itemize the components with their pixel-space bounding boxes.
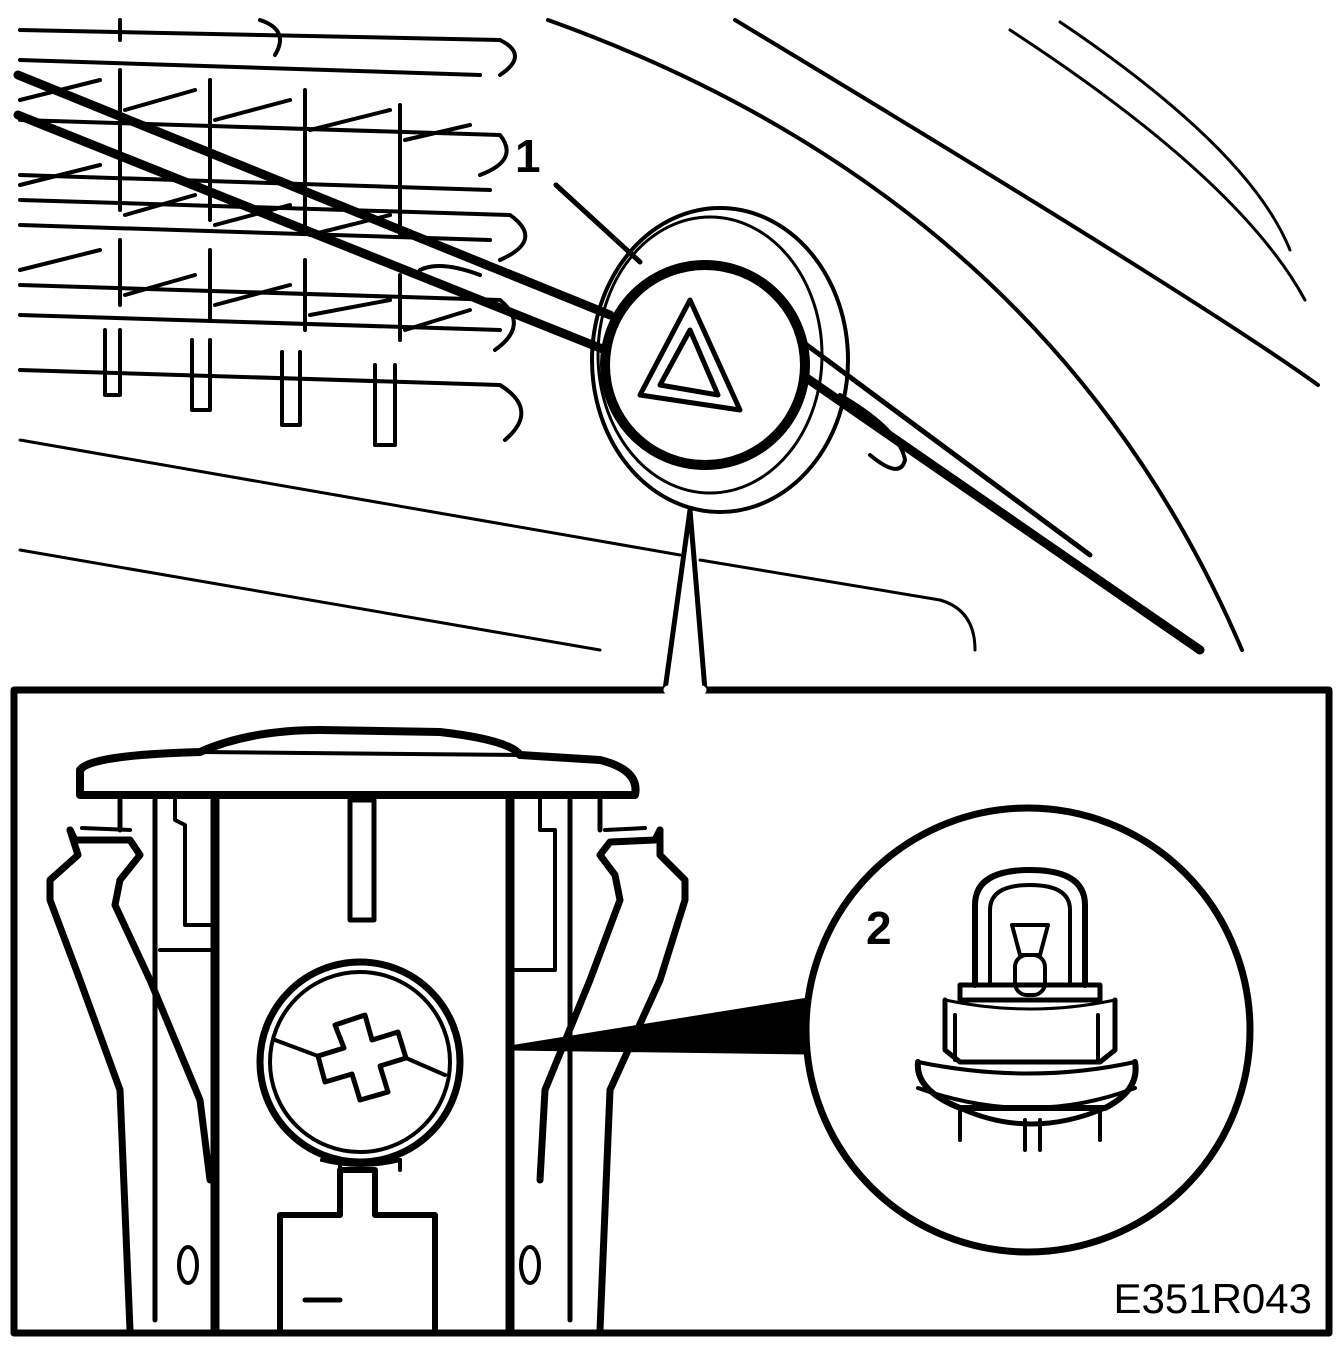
clip-hole-right	[521, 1247, 539, 1283]
center-peg	[350, 800, 374, 920]
bulb-detail	[806, 808, 1250, 1252]
magnify-circle	[806, 808, 1250, 1252]
hazard-warning-triangle-icon	[640, 300, 740, 410]
callout-label-1: 1	[515, 130, 541, 182]
switch-bezel-inner	[598, 217, 822, 493]
zoom-connector	[665, 510, 705, 690]
dash-panel-line-3	[700, 560, 975, 650]
switch-cap	[80, 730, 636, 795]
clip-hole-left	[179, 1247, 197, 1283]
dash-arc-middle	[735, 20, 1318, 385]
dash-arc-outer	[548, 20, 1242, 650]
air-vent-grille	[20, 20, 525, 445]
callout-label-2: 2	[866, 902, 892, 954]
dashboard-scene	[18, 20, 1318, 690]
dash-arc-inner	[1010, 30, 1305, 300]
connector-base	[280, 1170, 435, 1330]
cross-head-screw-icon	[260, 962, 460, 1165]
switch-housing-cutaway	[50, 730, 808, 1330]
spring-clip-right	[540, 830, 660, 1180]
dash-arc-far	[1060, 22, 1290, 250]
dash-panel-line-1	[20, 440, 680, 555]
figure-code: E351R043	[1113, 1275, 1313, 1322]
magnify-pointer	[510, 1000, 808, 1052]
dash-panel-line-2	[20, 550, 600, 650]
hazard-switch	[556, 185, 848, 512]
callout-1-leader	[556, 185, 640, 262]
bulb-icon	[918, 870, 1136, 1150]
switch-bezel-outer	[592, 208, 848, 512]
spring-clip-left	[70, 830, 210, 1180]
